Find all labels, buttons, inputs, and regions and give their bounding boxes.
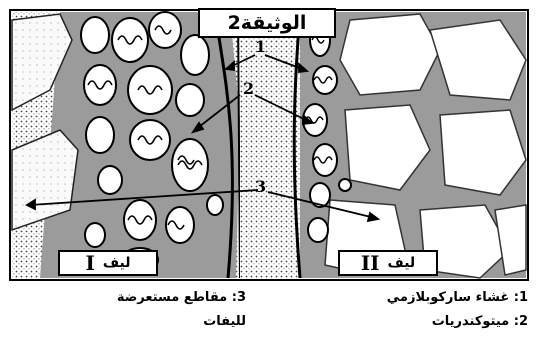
callout-1: 1 — [255, 37, 266, 56]
legend-item-3-continued: لليفات — [6, 314, 246, 329]
legend-item-3: 3: مقاطع مستعرضة — [6, 290, 246, 305]
callout-3: 3 — [255, 177, 266, 196]
fiber-I-word: ليف — [103, 255, 131, 271]
legend-item-2: 2: ميتوكندريات — [432, 314, 528, 329]
legend-item-1: 1: غشاء ساركوبلازمي — [387, 290, 528, 305]
callout-2: 2 — [243, 79, 254, 98]
fiber-II-numeral: II — [361, 251, 380, 275]
fiber-II-word: ليف — [388, 255, 416, 271]
fiber-I-label: ليف I — [58, 250, 158, 276]
fiber-II-label: ليف II — [338, 250, 438, 276]
document-title: الوثيقة2 — [198, 8, 336, 38]
fiber-I-numeral: I — [86, 251, 95, 275]
fiber-II-section — [294, 12, 526, 278]
document-title-text: الوثيقة2 — [228, 12, 307, 34]
fiber-I-section — [12, 12, 240, 278]
